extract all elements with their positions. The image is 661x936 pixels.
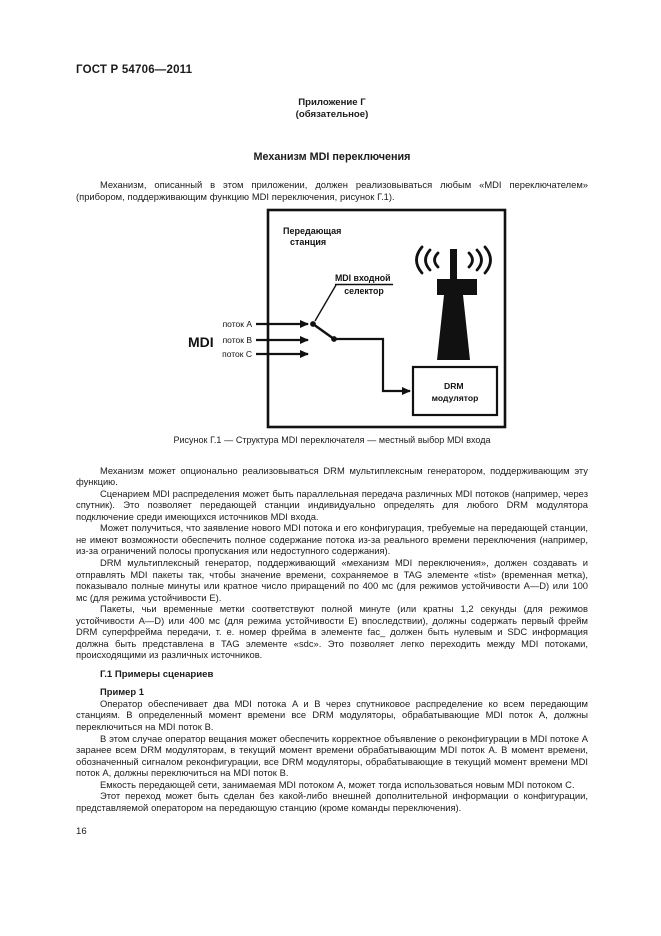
selector-callout-line (314, 284, 337, 322)
page-number: 16 (76, 826, 87, 838)
doc-number: ГОСТ Р 54706—2011 (76, 64, 193, 76)
paragraph: В этом случае оператор вещания может обе… (76, 732, 588, 779)
paragraph: Может получиться, что заявление нового M… (76, 522, 588, 557)
annex-heading: Приложение Г (обязательное) (76, 97, 588, 121)
figure-g1: Передающая станция MDI входно (76, 207, 588, 447)
drm-modulator-label: DRM модулятор (432, 381, 479, 403)
paragraph: Пакеты, чьи временные метки соответствую… (76, 603, 588, 661)
example-heading: Пример 1 (100, 685, 144, 697)
section-heading: Г.1 Примеры сценариев (100, 668, 214, 680)
switch-to-drm-line (334, 337, 411, 396)
stream-b-label: поток B (223, 335, 253, 345)
paragraph: Емкость передающей сети, занимаемая MDI … (100, 778, 575, 790)
antenna-icon (415, 245, 492, 361)
drm-modulator-box (411, 365, 499, 417)
paragraph: Механизм может опционально реализовывать… (76, 464, 588, 488)
figure-caption: Рисунок Г.1 — Структура MDI переключател… (173, 435, 491, 446)
stream-c-label: поток C (222, 349, 252, 359)
annex-subtitle: (обязательное) (295, 109, 369, 120)
page-title: Механизм MDI переключения (253, 151, 411, 163)
mdi-label: MDI (188, 334, 214, 350)
radio-waves-icon (415, 245, 492, 275)
station-label: Передающая станция (283, 226, 344, 247)
paragraph-intro: Механизм, описанный в этом приложении, д… (76, 179, 588, 202)
paragraph: Сценарием MDI распределения может быть п… (76, 487, 588, 522)
annex-title: Приложение Г (298, 97, 366, 108)
paragraph: Оператор обеспечивает два MDI потока A и… (76, 697, 588, 733)
selector-label: MDI входной селектор (335, 273, 393, 296)
paragraph: Этот переход может быть сделан без какой… (76, 790, 588, 813)
mdi-switcher-diagram: Передающая станция MDI входно (188, 208, 507, 429)
stream-a-label: поток A (223, 319, 253, 329)
stream-arrows (256, 320, 309, 359)
paragraph: DRM мультиплексный генератор, поддержива… (76, 557, 588, 603)
